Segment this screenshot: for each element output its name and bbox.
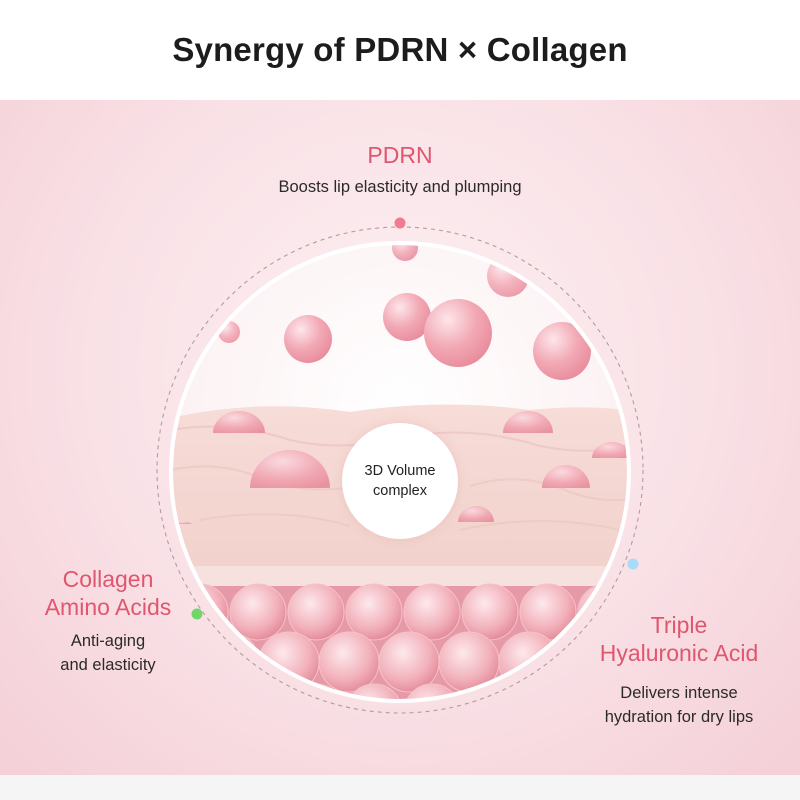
- collagen-title-line2: Amino Acids: [44, 594, 172, 620]
- hyaluronic-dot: [627, 558, 639, 570]
- hyaluronic-label: Triple Hyaluronic Acid Delivers intense …: [570, 611, 788, 729]
- pdrn-dot: [394, 217, 406, 229]
- page-title: Synergy of PDRN × Collagen: [172, 31, 628, 68]
- hyaluronic-title-line2: Hyaluronic Acid: [599, 640, 759, 666]
- illustration-panel: [0, 100, 800, 775]
- hyaluronic-description-line2: hydration for dry lips: [604, 708, 754, 726]
- footer-strip: [0, 775, 800, 800]
- hyaluronic-title-line1: Triple: [650, 612, 708, 638]
- collagen-title-line1: Collagen: [62, 566, 154, 592]
- hyaluronic-description-line1: Delivers intense: [620, 684, 738, 702]
- pdrn-description: Boosts lip elasticity and plumping: [278, 178, 522, 196]
- collagen-description-line2: and elasticity: [60, 656, 156, 674]
- volume-complex-badge: 3D Volume complex: [342, 423, 458, 539]
- pdrn-label: PDRN Boosts lip elasticity and plumping: [200, 141, 600, 199]
- header: Synergy of PDRN × Collagen: [0, 0, 800, 100]
- pdrn-title: PDRN: [367, 142, 433, 168]
- collagen-label: Collagen Amino Acids Anti-aging and elas…: [18, 565, 198, 677]
- collagen-dot: [191, 608, 203, 620]
- volume-complex-label: 3D Volume complex: [364, 463, 436, 499]
- collagen-description-line1: Anti-aging: [70, 632, 146, 650]
